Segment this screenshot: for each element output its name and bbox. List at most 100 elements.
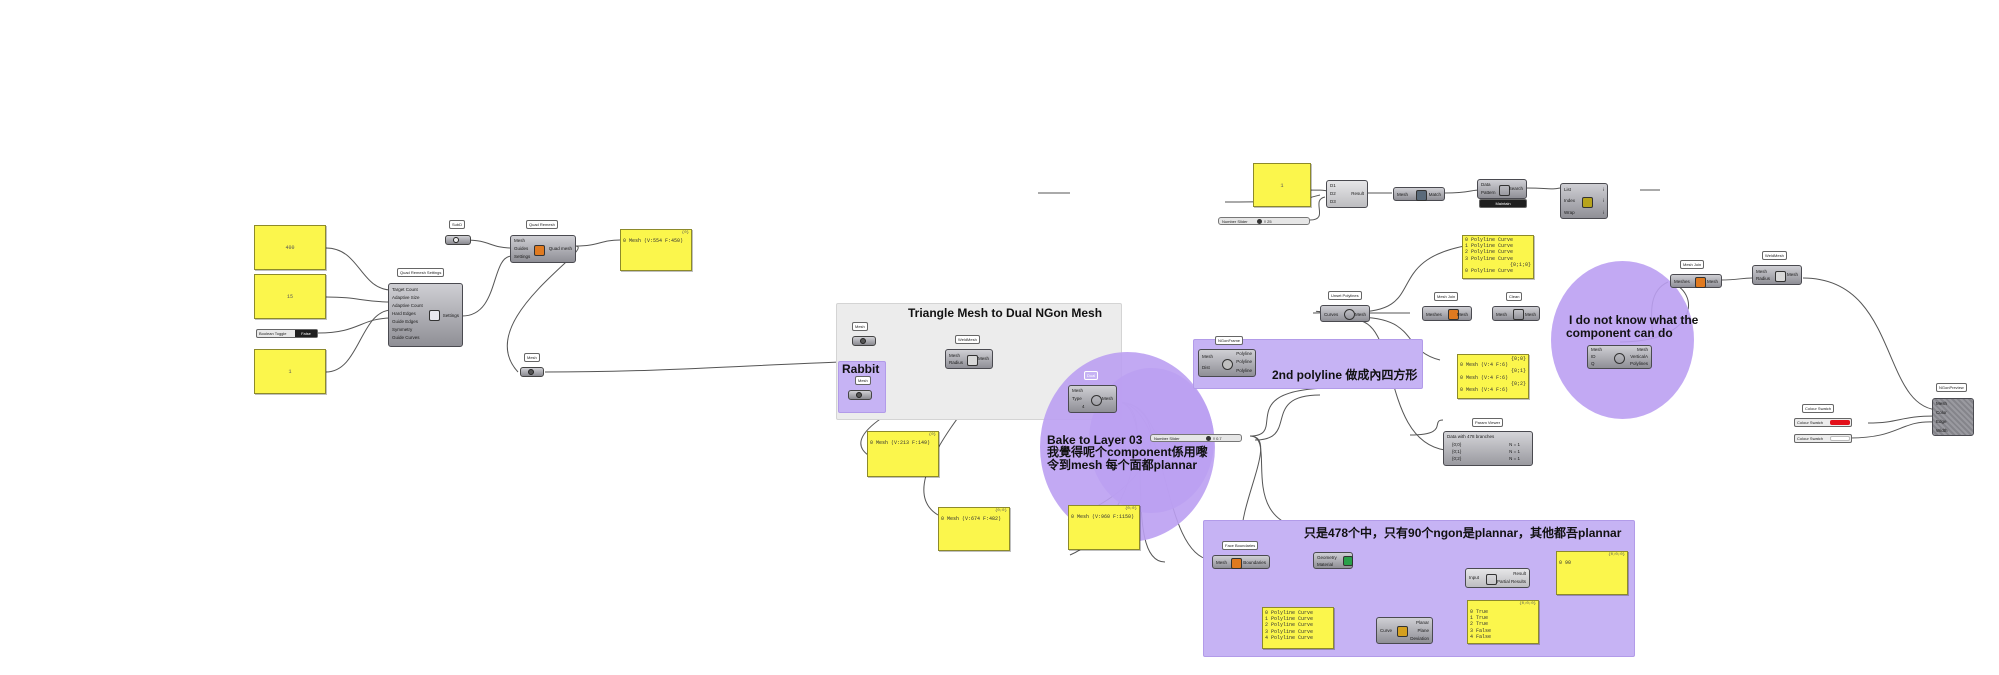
output-mesh[interactable]: Mesh bbox=[1456, 312, 1468, 317]
input-wrap[interactable]: Wrap bbox=[1564, 210, 1575, 215]
input-target-count[interactable]: Target Count bbox=[392, 287, 418, 292]
input-dist[interactable]: Dist bbox=[1202, 365, 1210, 370]
output-result[interactable]: Result bbox=[1351, 191, 1364, 196]
mass-addition-component[interactable]: Input Result Partial Results bbox=[1465, 568, 1530, 588]
weld-mesh-component[interactable]: Mesh Radius Mesh bbox=[1752, 265, 1802, 285]
group-rabbit[interactable] bbox=[838, 361, 886, 413]
input-input[interactable]: Input bbox=[1469, 575, 1480, 580]
input-symmetry[interactable]: Symmetry bbox=[392, 327, 413, 332]
input-geometry[interactable]: Geometry bbox=[1317, 555, 1337, 560]
panel-quad-mesh-output[interactable]: {0}0 Mesh (V:554 F:450) bbox=[620, 229, 692, 271]
output-mesh[interactable]: Mesh bbox=[1354, 312, 1366, 317]
list-item-component[interactable]: List Index Wrap i i i bbox=[1560, 183, 1608, 219]
panel-1[interactable]: 1 bbox=[254, 349, 326, 394]
face-boundaries-component[interactable]: Mesh Boundaries bbox=[1212, 555, 1270, 569]
input-guide-curves[interactable]: Guide Curves bbox=[392, 335, 420, 340]
input-curve[interactable]: Curve bbox=[1380, 628, 1393, 633]
input-settings[interactable]: Settings bbox=[514, 254, 531, 259]
merge-component[interactable]: D1 D2 D3 Result bbox=[1326, 180, 1368, 208]
input-mesh[interactable]: Mesh bbox=[1756, 269, 1768, 274]
panel-top-1[interactable]: 1 bbox=[1253, 163, 1311, 207]
input-pattern[interactable]: Pattern bbox=[1481, 190, 1496, 195]
panel-polyline-curves[interactable]: 0 Polyline Curve 1 Polyline Curve 2 Poly… bbox=[1462, 235, 1534, 279]
panel-mesh-c[interactable]: {0;0}0 Mesh (V:960 F:1150) bbox=[1068, 505, 1140, 550]
input-color[interactable]: Color bbox=[1936, 410, 1947, 415]
slider-knob[interactable] bbox=[1206, 436, 1211, 441]
input-mesh[interactable]: Mesh bbox=[1496, 312, 1508, 317]
slider-knob[interactable] bbox=[1257, 219, 1262, 224]
rabbit-mesh-param[interactable] bbox=[848, 390, 872, 400]
input-width[interactable]: Width bbox=[1936, 428, 1948, 433]
input-guides[interactable]: Guides bbox=[514, 246, 529, 251]
output-item[interactable]: i bbox=[1603, 210, 1604, 215]
input-mesh[interactable]: Mesh bbox=[1216, 560, 1228, 565]
maintain-toggle[interactable]: Maintain bbox=[1479, 199, 1527, 208]
dual-component[interactable]: Mesh Type 4 Mesh bbox=[1068, 385, 1117, 413]
panel-true-false[interactable]: {0;0;0} 0 True 1 True 2 True 3 False 4 F… bbox=[1467, 600, 1539, 644]
output-settings[interactable]: Settings bbox=[442, 313, 459, 318]
clean-component[interactable]: Mesh Mesh bbox=[1492, 306, 1540, 321]
mesh-join-component[interactable]: Meshes Mesh bbox=[1670, 274, 1722, 288]
output-planar[interactable]: Planar bbox=[1415, 620, 1429, 625]
panel-mesh-a[interactable]: {0}0 Mesh (V:213 F:149) bbox=[867, 431, 939, 477]
output-mesh[interactable]: Mesh bbox=[1524, 312, 1536, 317]
colour-swatch-white[interactable]: Colour Swatch bbox=[1794, 434, 1852, 443]
mesh-param-top[interactable] bbox=[852, 336, 876, 346]
output-mesh[interactable]: Mesh bbox=[1101, 396, 1113, 401]
mesh-join-component[interactable]: Meshes Mesh bbox=[1422, 306, 1472, 321]
input-id[interactable]: ID bbox=[1591, 354, 1596, 359]
swatch-color[interactable] bbox=[1830, 420, 1850, 425]
search-component[interactable]: Data Pattern Search bbox=[1477, 179, 1527, 199]
input-index[interactable]: Index bbox=[1564, 198, 1576, 203]
output-vertical[interactable]: VerticalA bbox=[1630, 354, 1648, 359]
input-radius[interactable]: Radius bbox=[949, 360, 964, 365]
input-mesh[interactable]: Mesh bbox=[514, 238, 526, 243]
number-slider[interactable]: Number Slider◊ 25 bbox=[1218, 217, 1310, 225]
panel-mesh-b[interactable]: {0;0}0 Mesh (V:674 F:482) bbox=[938, 507, 1010, 551]
input-mesh[interactable]: Mesh bbox=[1397, 192, 1409, 197]
panel-400[interactable]: 400 bbox=[254, 225, 326, 270]
ngon-preview-component[interactable]: Mesh Color Edge Width bbox=[1932, 398, 1974, 436]
output-plane[interactable]: Plane bbox=[1417, 628, 1429, 633]
output-item[interactable]: i bbox=[1603, 198, 1604, 203]
weld-mesh-component[interactable]: Mesh Radius Mesh bbox=[945, 349, 993, 369]
input-material[interactable]: Material bbox=[1317, 562, 1334, 567]
input-mesh[interactable]: Mesh bbox=[949, 353, 961, 358]
output-match[interactable]: Match bbox=[1428, 192, 1441, 197]
param-viewer-component[interactable]: Data with 478 branches {0;0} {0;1} {0;2}… bbox=[1443, 431, 1533, 466]
input-adaptive-size[interactable]: Adaptive Size bbox=[392, 295, 420, 300]
input-type[interactable]: Type bbox=[1072, 396, 1082, 401]
input-hard-edges[interactable]: Hard Edges bbox=[392, 311, 416, 316]
input-q[interactable]: Q bbox=[1591, 361, 1595, 366]
quad-remesh-settings-component[interactable]: Target Count Adaptive Size Adaptive Coun… bbox=[388, 283, 463, 347]
input-radius[interactable]: Radius bbox=[1756, 276, 1771, 281]
input-mesh[interactable]: Mesh bbox=[1202, 354, 1214, 359]
output-mesh[interactable]: Mesh bbox=[1636, 347, 1648, 352]
output-item[interactable]: i bbox=[1603, 187, 1604, 192]
output-polyline[interactable]: Polyline bbox=[1236, 368, 1252, 373]
toggle-value[interactable]: False bbox=[295, 330, 317, 337]
output-search[interactable]: Search bbox=[1508, 186, 1523, 191]
output-boundaries[interactable]: Boundaries bbox=[1243, 560, 1266, 565]
input-meshes[interactable]: Meshes bbox=[1674, 279, 1690, 284]
number-slider[interactable]: Number Slider◊ 0.7 bbox=[1150, 434, 1242, 442]
panel-mesh-d[interactable]: {0;0} 0 Mesh (V:4 F:6) {0;1} 0 Mesh (V:4… bbox=[1457, 354, 1529, 399]
output-polyline[interactable]: Polyline bbox=[1236, 351, 1252, 356]
input-d1[interactable]: D1 bbox=[1330, 183, 1336, 188]
input-mesh[interactable]: Mesh bbox=[1936, 401, 1948, 406]
match-component[interactable]: Mesh Match bbox=[1393, 187, 1445, 201]
panel-polyline-list[interactable]: 0 Polyline Curve 1 Polyline Curve 2 Poly… bbox=[1262, 607, 1334, 649]
input-adaptive-count[interactable]: Adaptive Count bbox=[392, 303, 423, 308]
unset-polylines-component[interactable]: Curves Mesh bbox=[1320, 305, 1370, 322]
output-mesh[interactable]: Mesh bbox=[1786, 272, 1798, 277]
input-list[interactable]: List bbox=[1564, 187, 1572, 192]
subd-param[interactable] bbox=[445, 235, 471, 245]
swatch-color[interactable] bbox=[1830, 436, 1850, 441]
mesh-param[interactable] bbox=[520, 367, 544, 377]
input-curves[interactable]: Curves bbox=[1324, 312, 1339, 317]
input-mesh[interactable]: Mesh bbox=[1072, 388, 1084, 393]
ngon-mesh-lines-component[interactable]: Mesh ID Q Mesh VerticalA Polylines bbox=[1587, 345, 1652, 369]
output-result[interactable]: Result bbox=[1513, 571, 1526, 576]
output-mesh[interactable]: Mesh bbox=[1706, 279, 1718, 284]
